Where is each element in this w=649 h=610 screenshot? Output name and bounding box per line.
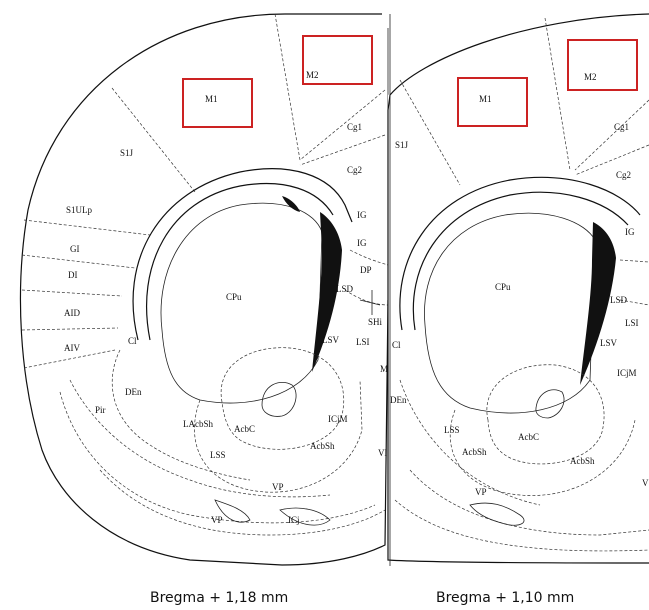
left-label-aiv: AIV xyxy=(64,343,80,353)
left-label-vl-partial: Vl xyxy=(378,448,387,458)
left-label-cpu: CPu xyxy=(226,292,242,302)
left-label-ig-1: IG xyxy=(357,210,367,220)
right-label-ig: IG xyxy=(625,227,635,237)
left-label-m-partial: M xyxy=(380,364,388,374)
left-bregma-caption: Bregma + 1,18 mm xyxy=(150,590,288,606)
left-label-den: DEn xyxy=(125,387,142,397)
right-label-acbsh-2: AcbSh xyxy=(570,456,595,466)
right-label-den: DEn xyxy=(390,395,407,405)
left-label-acbc: AcbC xyxy=(234,424,255,434)
left-coronal-section: M1 M2 Cg1 Cg2 S1J S1ULp GI DI AID AIV IG… xyxy=(20,14,388,565)
left-label-lsd: LSD xyxy=(336,284,354,294)
right-label-acbc: AcbC xyxy=(518,432,539,442)
right-label-m1: M1 xyxy=(479,94,492,104)
left-label-acbsh: AcbSh xyxy=(310,441,335,451)
right-label-lsi: LSI xyxy=(625,318,639,328)
left-label-gi: GI xyxy=(70,244,80,254)
left-label-lacbsh: LAcbSh xyxy=(183,419,213,429)
left-label-m2: M2 xyxy=(306,70,319,80)
right-label-m2: M2 xyxy=(584,72,597,82)
left-label-s1j: S1J xyxy=(120,148,134,158)
right-label-cg1: Cg1 xyxy=(614,122,629,132)
left-label-lss: LSS xyxy=(210,450,226,460)
right-label-cpu: CPu xyxy=(495,282,511,292)
left-label-icj: ICj xyxy=(288,515,300,525)
left-label-lsi: LSI xyxy=(356,337,370,347)
left-label-vp-1: VP xyxy=(272,482,284,492)
left-label-cg1: Cg1 xyxy=(347,122,362,132)
left-acbc-outline xyxy=(221,348,344,450)
right-label-cg2: Cg2 xyxy=(616,170,631,180)
left-label-cg2: Cg2 xyxy=(347,165,362,175)
left-label-icjm: ICjM xyxy=(328,414,348,424)
right-label-vp: VP xyxy=(475,487,487,497)
right-bregma-caption: Bregma + 1,10 mm xyxy=(436,590,574,606)
right-label-v-partial: V xyxy=(642,478,649,488)
left-label-pir: Pir xyxy=(95,405,106,415)
right-label-acbsh-1: AcbSh xyxy=(462,447,487,457)
right-label-lsd: LSD xyxy=(610,295,628,305)
left-label-ig-2: IG xyxy=(357,238,367,248)
left-label-di: DI xyxy=(68,270,78,280)
right-label-cl: Cl xyxy=(392,340,401,350)
right-coronal-section: M1 M2 Cg1 Cg2 S1J IG LSD LSI LSV CPu Cl … xyxy=(388,14,649,566)
left-label-shi: SHi xyxy=(368,317,383,327)
right-label-lsv: LSV xyxy=(600,338,618,348)
left-label-dp: DP xyxy=(360,265,372,275)
left-label-aid: AID xyxy=(64,308,80,318)
left-label-s1ulp: S1ULp xyxy=(66,205,93,215)
left-label-m1: M1 xyxy=(205,94,218,104)
right-label-s1j: S1J xyxy=(395,140,409,150)
left-label-vp-2: VP xyxy=(211,515,223,525)
right-label-lss: LSS xyxy=(444,425,460,435)
left-label-cl: Cl xyxy=(128,336,137,346)
right-label-icjm: ICjM xyxy=(617,368,637,378)
left-label-lsv: LSV xyxy=(322,335,340,345)
